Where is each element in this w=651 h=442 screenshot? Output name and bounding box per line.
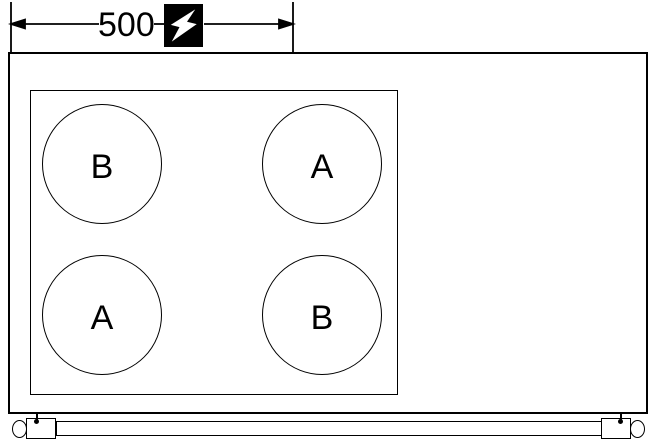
burner-label: A — [310, 148, 334, 186]
lightning-bolt-icon — [164, 4, 203, 47]
rail-mount-dot-left — [34, 419, 39, 424]
burner-top-left: B — [42, 104, 162, 224]
arrowhead-right-icon — [278, 18, 297, 30]
rail-bracket-right — [601, 418, 631, 439]
arrowhead-left-icon — [7, 18, 26, 30]
rail-mount-mark-left — [36, 414, 38, 421]
rail-mount-dot-right — [618, 419, 623, 424]
burner-bottom-left: A — [42, 255, 162, 375]
burner-top-right: A — [262, 104, 382, 224]
rail-bracket-left — [26, 418, 56, 439]
rail-endcap-left — [12, 420, 27, 438]
front-rail-tube — [56, 421, 602, 436]
burner-label: B — [90, 148, 114, 186]
burner-label: A — [90, 299, 114, 337]
dimension-line — [7, 2, 297, 54]
rail-mount-mark-right — [620, 414, 622, 421]
rail-endcap-right — [630, 420, 645, 438]
burner-bottom-right: B — [262, 255, 382, 375]
burner-label: B — [310, 299, 334, 337]
dimension-label: 500 — [98, 6, 155, 44]
